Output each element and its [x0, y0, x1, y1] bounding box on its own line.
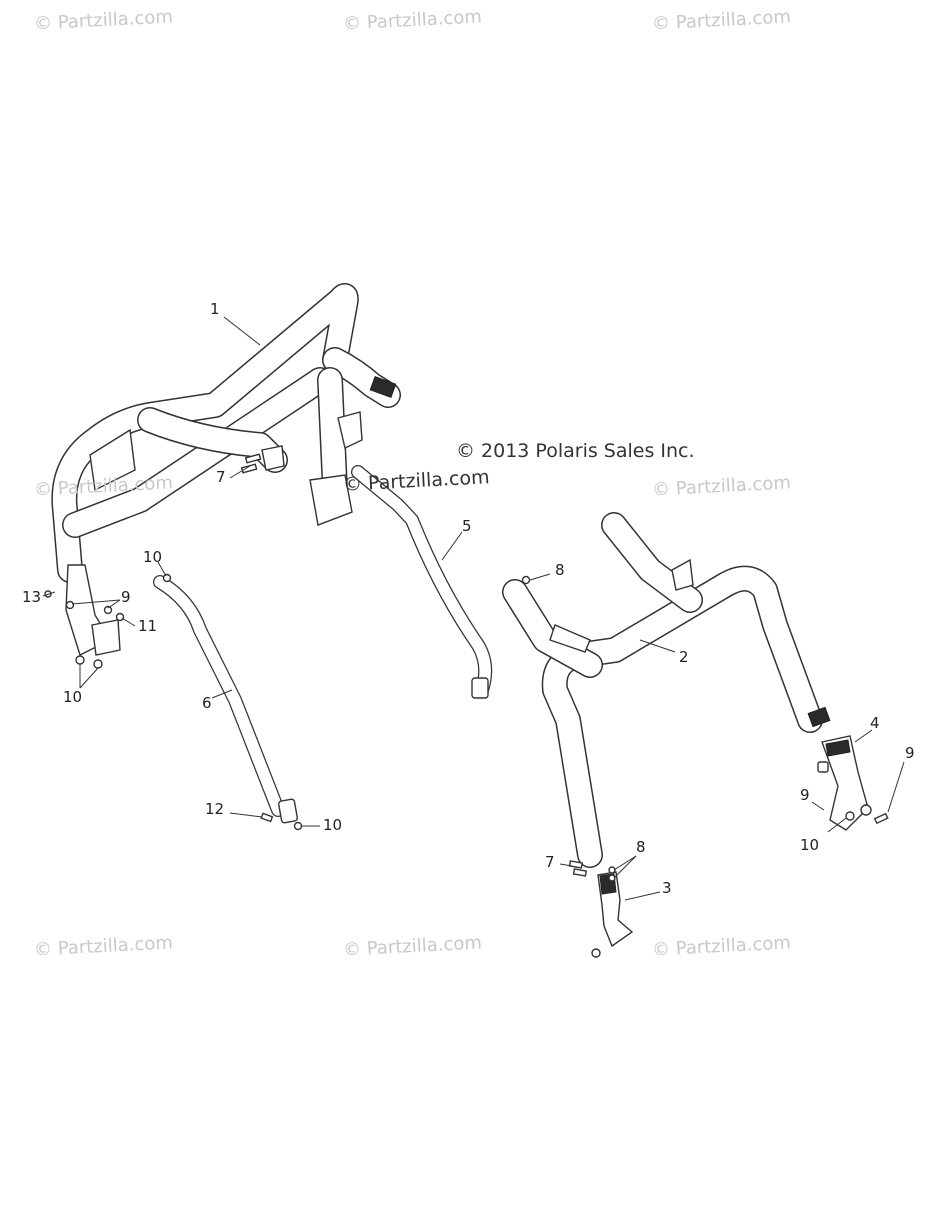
callout-6: 6 [202, 694, 212, 712]
leader-lines [42, 316, 905, 901]
callout-9: 9 [121, 588, 131, 606]
callout-9: 9 [905, 744, 915, 762]
callout-10: 10 [800, 836, 820, 854]
callout-9: 9 [800, 786, 810, 804]
callout-11: 11 [138, 617, 158, 635]
part-6-side-tube [153, 575, 299, 824]
callout-10: 10 [143, 548, 163, 566]
callout-13: 13 [22, 588, 42, 606]
callout-7: 7 [216, 468, 226, 486]
copyright-polaris: © 2013 Polaris Sales Inc. [456, 440, 695, 462]
callout-5: 5 [462, 517, 472, 535]
callout-1: 1 [210, 300, 220, 318]
callout-2: 2 [679, 648, 689, 666]
part-4-bracket [821, 735, 872, 831]
callout-3: 3 [662, 879, 672, 897]
callout-12: 12 [205, 800, 225, 818]
callout-10: 10 [63, 688, 83, 706]
callout-8: 8 [555, 561, 565, 579]
part-1-roll-cage-front [51, 283, 401, 656]
callout-10: 10 [323, 816, 343, 834]
callout-8: 8 [636, 838, 646, 856]
part-2-roll-cage-rear [502, 512, 831, 868]
callout-7: 7 [545, 853, 555, 871]
callout-4: 4 [870, 714, 880, 732]
part-3-bracket [597, 871, 634, 948]
part-5-side-tube [351, 465, 493, 699]
